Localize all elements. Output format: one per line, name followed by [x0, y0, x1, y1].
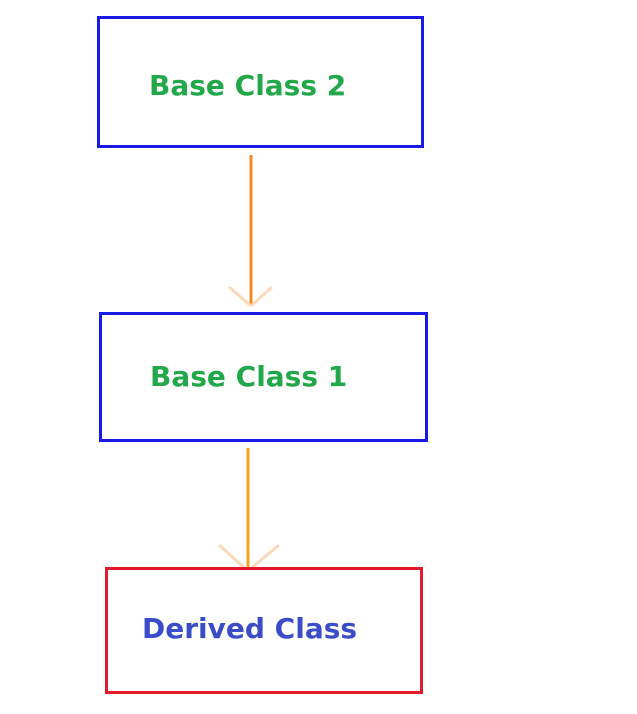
arrow-base1-to-derived	[217, 448, 280, 573]
derived-class-label: Derived Class	[142, 612, 358, 645]
base-class-2-box: Base Class 2	[97, 16, 424, 148]
base-class-1-box: Base Class 1	[99, 312, 428, 442]
arrowhead-upper-left	[228, 285, 252, 308]
arrow-base2-to-base1	[228, 155, 274, 308]
arrowhead-upper-right	[249, 285, 274, 308]
base-class-1-label: Base Class 1	[150, 360, 348, 393]
base-class-2-label: Base Class 2	[149, 69, 347, 102]
derived-class-box: Derived Class	[105, 567, 423, 694]
